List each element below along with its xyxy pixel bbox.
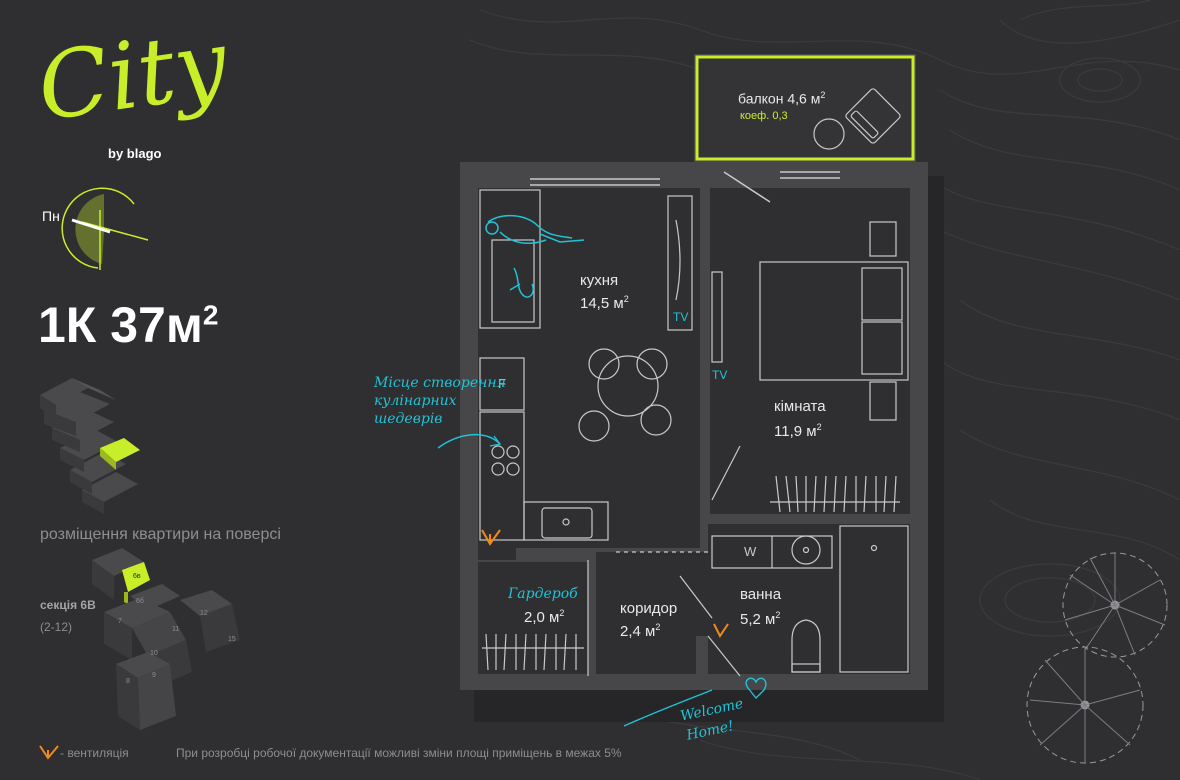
annotation-arrows xyxy=(437,433,767,727)
corridor-area-value: 2,4 м xyxy=(620,623,656,640)
bath-area-value: 5,2 м xyxy=(740,611,776,628)
section-number: 7 xyxy=(118,618,122,625)
door-lines xyxy=(587,551,741,677)
section-number: 15 xyxy=(228,636,236,643)
room-name: кімната xyxy=(774,398,826,415)
kitchen-annotation-line: шедеврів xyxy=(374,411,443,427)
wardrobe-area: 2,0 м2 xyxy=(524,608,564,626)
washer-label: W xyxy=(744,544,757,559)
brand-logo: City xyxy=(31,9,234,142)
balcony-name: балкон xyxy=(738,90,784,107)
room-area: 11,9 м2 xyxy=(774,422,822,440)
fridge-label: F xyxy=(498,376,506,391)
section-number: 8 xyxy=(126,678,130,685)
section-number: 6б xyxy=(136,598,144,605)
section-number: 11 xyxy=(172,626,180,633)
compass-icon xyxy=(61,187,149,270)
bedroom-furniture xyxy=(711,221,909,501)
ventilation-legend-icon xyxy=(39,745,59,760)
bath-area-sup: 2 xyxy=(775,610,781,620)
kitchen-annotation-line: Місце створення xyxy=(374,375,506,391)
ventilation-legend: - вентиляція xyxy=(60,746,129,760)
apartment-area: 37м xyxy=(110,297,203,353)
balcony-label: балкон 4,6 м2 xyxy=(738,90,825,107)
room-area-sup: 2 xyxy=(816,422,822,432)
section-title: секція 6В xyxy=(40,598,96,612)
kitchen-name: кухня xyxy=(580,272,619,289)
brand-byline: by blago xyxy=(108,146,162,161)
kitchen-furniture xyxy=(479,189,693,541)
disclaimer-text: При розробці робочої документації можлив… xyxy=(176,746,622,760)
bathroom-fixtures xyxy=(711,525,909,673)
section-floors: (2-12) xyxy=(40,620,73,634)
kitchen-annotation: Місце створення кулінарних шедеврів xyxy=(374,374,506,428)
floor-caption: розміщення квартири на поверсі xyxy=(40,526,281,543)
room-area-value: 11,9 м xyxy=(774,423,817,440)
windows xyxy=(530,171,840,203)
tv-units xyxy=(711,271,723,363)
section-number: 12 xyxy=(200,610,208,617)
wardrobe-area-value: 2,0 м xyxy=(524,609,560,626)
apartment-title: 1К 37м2 xyxy=(38,300,218,350)
floor-location-map xyxy=(40,378,140,514)
wardrobe-hangers xyxy=(770,475,900,513)
kitchen-annotation-line: кулінарних xyxy=(374,393,457,409)
balcony-outline xyxy=(694,54,916,162)
ventilation-marker-icon xyxy=(481,529,729,638)
closet-hangers xyxy=(482,633,584,671)
corridor-area-sup: 2 xyxy=(655,622,661,632)
tree-decoration xyxy=(1026,552,1168,764)
balcony-coefficient: коеф. 0,3 xyxy=(740,110,788,122)
section-number: 6в xyxy=(133,573,141,580)
kitchen-area-value: 14,5 м xyxy=(580,295,624,312)
section-isometric-map xyxy=(92,548,240,730)
wardrobe-name: Гардероб xyxy=(508,586,578,602)
bath-name: ванна xyxy=(740,586,782,603)
kitchen-area-sup: 2 xyxy=(623,294,629,304)
bath-area: 5,2 м2 xyxy=(740,610,780,628)
tv-label: TV xyxy=(673,310,689,324)
balcony-area-sup: 2 xyxy=(820,90,826,100)
chef-figure-icon xyxy=(485,214,585,298)
balcony-area: 4,6 м xyxy=(787,90,821,107)
tv-label: TV xyxy=(712,368,728,382)
corridor-name: коридор xyxy=(620,600,678,617)
corridor-area: 2,4 м2 xyxy=(620,622,660,640)
kitchen-area: 14,5 м2 xyxy=(580,294,629,312)
section-number: 9 xyxy=(152,672,156,679)
apartment-area-sup: 2 xyxy=(202,299,219,331)
section-number: 10 xyxy=(150,650,158,657)
compass-north-label: Пн xyxy=(42,208,60,224)
wardrobe-area-sup: 2 xyxy=(559,608,565,618)
apartment-rooms: 1К xyxy=(38,297,97,353)
